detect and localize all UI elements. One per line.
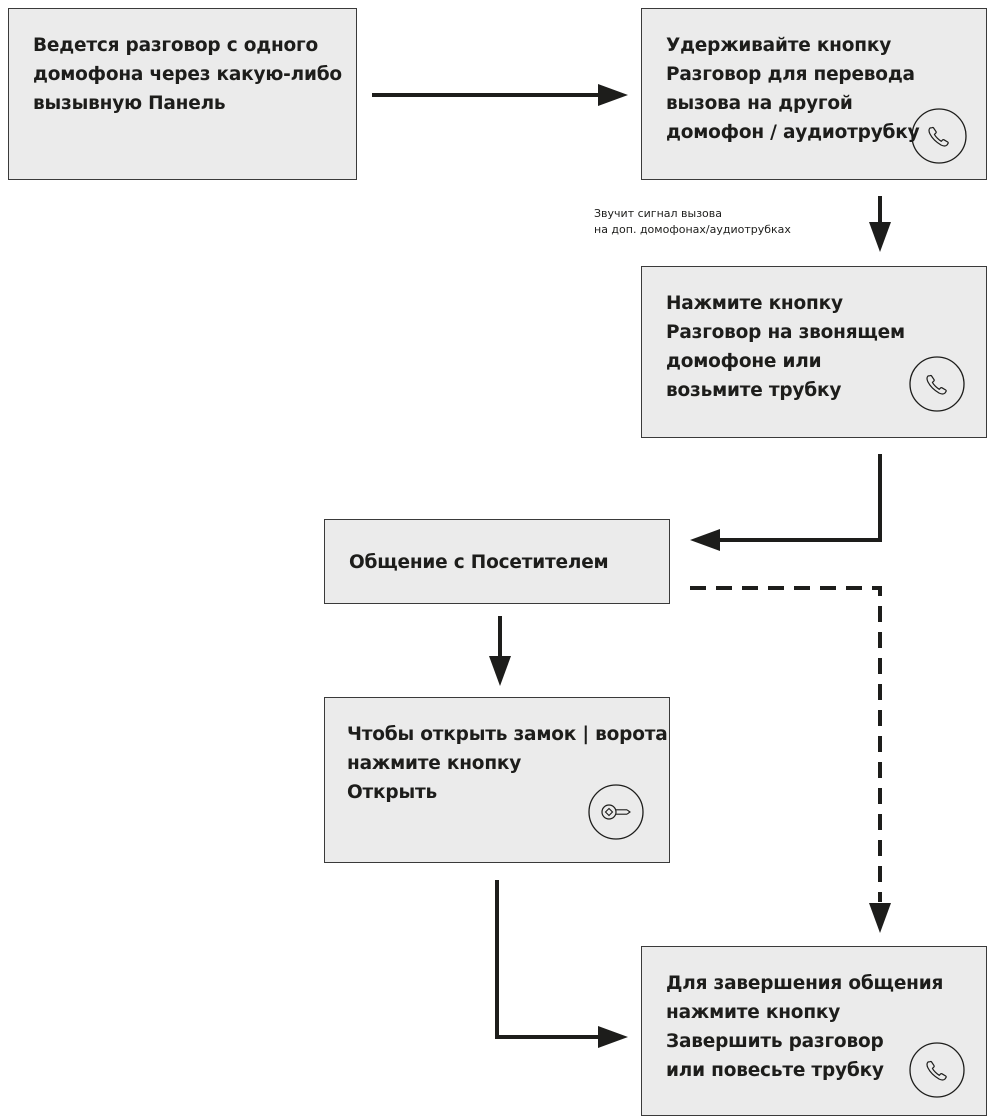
step-hold-box: Удерживайте кнопку Разговор для перевода…: [641, 8, 987, 180]
phone-icon: [909, 356, 965, 412]
talk-button-name: Разговор: [666, 322, 762, 343]
hold-line-1: Удерживайте кнопку: [666, 35, 892, 56]
key-icon: [588, 784, 644, 840]
open-line-2: нажмите кнопку: [347, 753, 522, 774]
ring-caption: Звучит сигнал вызова на доп. домофонах/а…: [594, 206, 791, 238]
hold-line-2: Разговор для перевода: [666, 60, 962, 89]
arrow-talk-to-end-dashed: [690, 586, 891, 933]
open-line-3: Открыть: [347, 778, 659, 807]
phone-icon: [911, 108, 967, 164]
arrow-start-to-hold: [372, 84, 628, 106]
end-line-4: или повесьте трубку: [666, 1060, 884, 1081]
start-line-3: вызывную Панель: [33, 93, 226, 114]
press-line-2: Разговор на звонящем: [666, 318, 962, 347]
hold-line-3: вызова на другой: [666, 93, 853, 114]
start-line-2: домофона через какую-либо: [33, 64, 342, 85]
step-press-box: Нажмите кнопку Разговор на звонящем домо…: [641, 266, 987, 438]
end-line-1: Для завершения общения: [666, 973, 944, 994]
talk-button-name: Разговор: [666, 64, 762, 85]
step-start-box: Ведется разговор с одного домофона через…: [8, 8, 357, 180]
open-line-1: Чтобы открыть замок | ворота: [347, 724, 668, 745]
start-line-1: Ведется разговор с одного: [33, 35, 319, 56]
arrow-open-to-end: [495, 880, 628, 1048]
press-line-2-rest: на звонящем: [761, 322, 905, 343]
hold-line-2-rest: для перевода: [761, 64, 915, 85]
talk-line-1: Общение с Посетителем: [349, 552, 609, 573]
step-talk-box: Общение с Посетителем: [324, 519, 670, 604]
open-button-name: Открыть: [347, 782, 437, 803]
press-line-4: возьмите трубку: [666, 380, 842, 401]
arrow-talk-to-open: [489, 616, 511, 686]
arrow-press-to-talk: [690, 454, 882, 551]
hold-line-4: домофон / аудиотрубку: [666, 122, 920, 143]
end-call-button-name: Завершить разговор: [666, 1031, 884, 1052]
end-line-2: нажмите кнопку: [666, 1002, 841, 1023]
arrow-hold-to-press: [869, 196, 891, 252]
ring-caption-line-1: Звучит сигнал вызова: [594, 207, 723, 220]
ring-caption-line-2: на доп. домофонах/аудиотрубках: [594, 223, 791, 236]
press-line-3: домофоне или: [666, 351, 822, 372]
phone-icon: [909, 1042, 965, 1098]
step-open-box: Чтобы открыть замок | ворота нажмите кно…: [324, 697, 670, 863]
end-line-3: Завершить разговор: [666, 1027, 962, 1056]
press-line-1: Нажмите кнопку: [666, 293, 843, 314]
step-end-box: Для завершения общения нажмите кнопку За…: [641, 946, 987, 1116]
